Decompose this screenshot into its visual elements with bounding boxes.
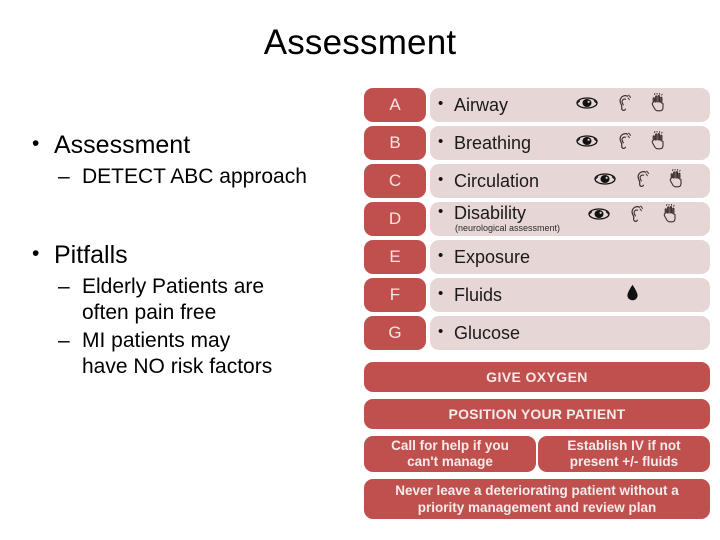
abcde-row-label: Fluids (430, 284, 502, 305)
bullet-list: Assessment DETECT ABC approach Pitfalls … (24, 129, 360, 380)
abcde-row-bar: Glucose (430, 316, 710, 350)
bullet-group-pitfalls: Pitfalls Elderly Patients are often pain… (24, 239, 360, 380)
abcde-diagram: Airway (362, 88, 712, 528)
eye-icon (576, 96, 598, 110)
sub-bullet-elderly-patients: Elderly Patients are often pain free (24, 274, 360, 326)
action-bar-give-oxygen: GIVE OXYGEN (364, 362, 710, 392)
abcde-row-bar: Airway (430, 88, 710, 122)
abcde-badge-letter: A (364, 88, 426, 122)
action-bar-line: priority management and review plan (417, 500, 657, 515)
hand-icon (650, 93, 666, 112)
sense-icon-group (576, 93, 666, 112)
abcde-row-bar: Circulation (430, 164, 710, 198)
sense-icon-group (576, 131, 666, 150)
abcde-row-f: Fluids F (362, 278, 712, 312)
abcde-row-label: Exposure (430, 246, 530, 267)
hand-icon (650, 131, 666, 150)
sub-bullet-line: Elderly Patients are (82, 275, 265, 298)
sub-bullet-detect-abc: DETECT ABC approach (24, 164, 360, 190)
abcde-row-sublabel: (neurological assessment) (455, 222, 561, 233)
sub-bullet-line: MI patients may (82, 329, 231, 352)
abcde-row-d: Disability (neurological assessment) (362, 202, 712, 236)
abcde-row-bar: Exposure (430, 240, 710, 274)
abcde-row-label: Disability (454, 202, 527, 223)
sub-bullet-line: often pain free (82, 301, 217, 324)
hand-icon (662, 204, 678, 223)
abcde-badge-letter: C (364, 164, 426, 198)
action-bar-line: Establish IV if not (567, 438, 681, 453)
abcde-row-label: Circulation (430, 170, 539, 191)
bullet-pitfalls: Pitfalls (24, 239, 360, 270)
action-bar-line: present +/- fluids (569, 454, 679, 469)
abcde-row-label-wrap: Disability (neurological assessment) (430, 202, 561, 234)
bullet-assessment: Assessment (24, 129, 360, 160)
action-bar-never-leave: Never leave a deteriorating patient with… (364, 479, 710, 519)
abcde-row-g: Glucose G (362, 316, 712, 350)
page-title: Assessment (263, 23, 457, 62)
abcde-row-bar: Breathing (430, 126, 710, 160)
abcde-row-e: Exposure E (362, 240, 712, 274)
abcde-row-c: Circulation (362, 164, 712, 198)
abcde-row-label: Breathing (430, 132, 531, 153)
abcde-row-bar: Fluids (430, 278, 710, 312)
abcde-badge-letter: B (364, 126, 426, 160)
bullet-group-assessment: Assessment DETECT ABC approach (24, 129, 360, 190)
hand-icon (668, 169, 684, 188)
abcde-row-bar: Disability (neurological assessment) (430, 202, 710, 236)
eye-icon (576, 134, 598, 148)
abcde-row-label: Airway (430, 94, 508, 115)
sub-bullet-line: have NO risk factors (82, 355, 273, 378)
sense-icon-group (594, 169, 684, 188)
sense-icon-group (588, 204, 678, 223)
ear-icon (629, 205, 643, 223)
action-bar-establish-iv: Establish IV if not present +/- fluids (538, 436, 710, 472)
action-bar-line: can't manage (407, 454, 493, 469)
abcde-badge-letter: E (364, 240, 426, 274)
sub-bullet-line: DETECT ABC approach (82, 165, 307, 188)
fluid-icon-group (626, 284, 639, 301)
abcde-badge-letter: D (364, 202, 426, 236)
eye-icon (594, 172, 616, 186)
abcde-row-b: Breathing (362, 126, 712, 160)
ear-icon (617, 132, 631, 150)
eye-icon (588, 207, 610, 221)
action-bar-line: Never leave a deteriorating patient with… (395, 483, 679, 498)
abcde-badge-letter: G (364, 316, 426, 350)
action-bar-line: Call for help if you (391, 438, 509, 453)
action-bar-call-help: Call for help if you can't manage (364, 436, 536, 472)
abcde-row-a: Airway (362, 88, 712, 122)
action-bar-position-patient: POSITION YOUR PATIENT (364, 399, 710, 429)
blood-drop-icon (626, 284, 639, 301)
ear-icon (617, 94, 631, 112)
abcde-badge-letter: F (364, 278, 426, 312)
abcde-row-label: Glucose (430, 322, 520, 343)
sub-bullet-mi-patients: MI patients may have NO risk factors (24, 328, 360, 380)
ear-icon (635, 170, 649, 188)
